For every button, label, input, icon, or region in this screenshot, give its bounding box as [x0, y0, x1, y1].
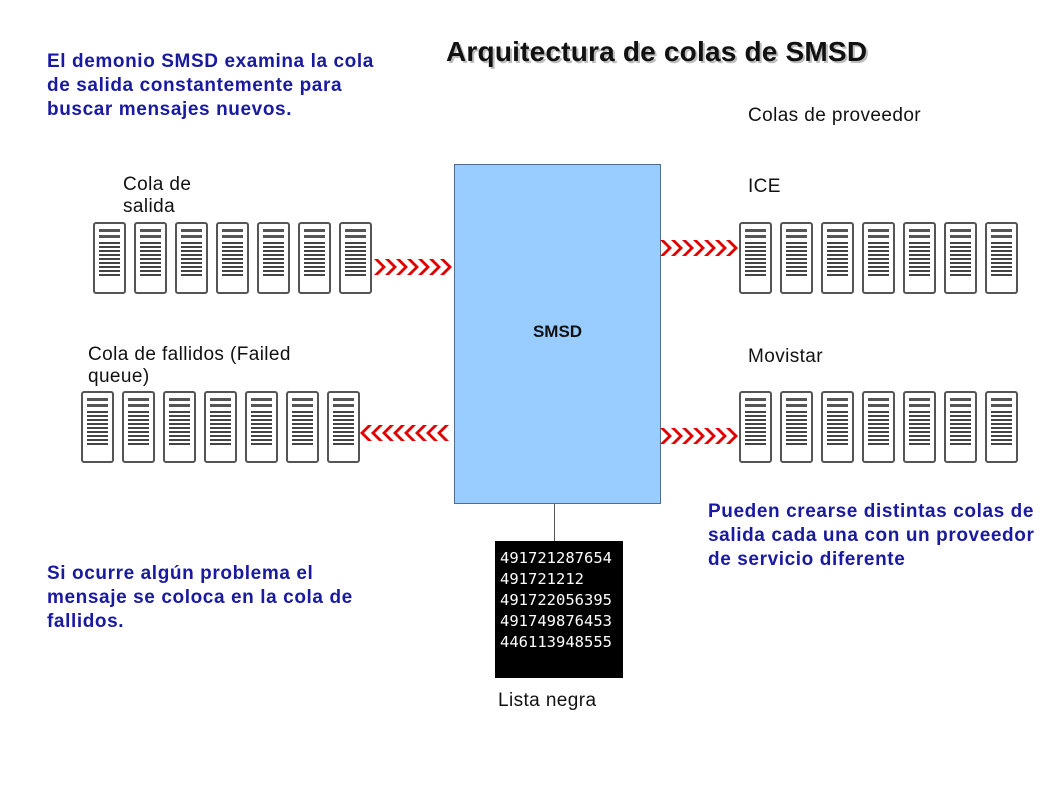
arrow-chevron — [671, 240, 683, 256]
server-icon — [739, 222, 772, 294]
server-icon — [81, 391, 114, 463]
server-icon — [298, 222, 331, 294]
blacklist-panel: 491721287654 491721212 491722056395 4917498… — [495, 541, 623, 678]
arrow-chevron — [415, 425, 427, 441]
arrow-smsd-to-ice — [660, 240, 738, 256]
server-icon — [780, 222, 813, 294]
arrow-chevron — [426, 425, 438, 441]
server-icon — [903, 222, 936, 294]
arrow-chevron — [429, 259, 441, 275]
arrow-chevron — [382, 425, 394, 441]
note-failed-queue: Si ocurre algún problema el mensaje se c… — [47, 563, 353, 632]
blacklist-number: 491749876453 — [500, 612, 612, 630]
arrow-chevron — [407, 259, 419, 275]
arrow-chevron — [437, 425, 449, 441]
server-icon — [163, 391, 196, 463]
server-icon — [944, 222, 977, 294]
server-icon — [985, 222, 1018, 294]
arrow-chevron — [360, 425, 372, 441]
arrow-chevron — [671, 428, 683, 444]
arrow-chevron — [385, 259, 397, 275]
arrow-chevron — [440, 259, 452, 275]
label-blacklist: Lista negra — [498, 690, 597, 711]
arrow-chevron — [660, 428, 672, 444]
arrow-chevron — [682, 428, 694, 444]
server-icon — [944, 391, 977, 463]
arrow-chevron — [693, 428, 705, 444]
server-icon — [862, 391, 895, 463]
movistar-queue — [739, 391, 1018, 463]
server-icon — [134, 222, 167, 294]
arrow-chevron — [374, 259, 386, 275]
ice-queue — [739, 222, 1018, 294]
server-icon — [93, 222, 126, 294]
note-multiple-queues: Pueden crearse distintas colas de salida… — [708, 501, 1035, 570]
blacklist-number: 491722056395 — [500, 591, 612, 609]
arrow-chevron — [726, 240, 738, 256]
server-icon — [862, 222, 895, 294]
blacklist-number: 446113948555 — [500, 633, 612, 651]
outbox-queue — [93, 222, 372, 294]
arrow-outbox-to-smsd — [374, 259, 452, 275]
server-icon — [985, 391, 1018, 463]
blacklist-number: 491721212 — [500, 570, 584, 588]
arrow-chevron — [704, 428, 716, 444]
arrow-smsd-to-movistar — [660, 428, 738, 444]
label-failed-queue: Cola de fallidos (Failed queue) — [88, 344, 291, 387]
blacklist-connector — [554, 504, 555, 541]
arrow-chevron — [418, 259, 430, 275]
label-movistar: Movistar — [748, 346, 823, 367]
smsd-daemon-box — [454, 164, 661, 504]
arrow-chevron — [726, 428, 738, 444]
arrow-chevron — [693, 240, 705, 256]
blacklist-number: 491721287654 — [500, 549, 612, 567]
server-icon — [245, 391, 278, 463]
server-icon — [257, 222, 290, 294]
server-icon — [821, 391, 854, 463]
arrow-chevron — [404, 425, 416, 441]
label-provider-queues: Colas de proveedor — [748, 105, 922, 126]
server-icon — [286, 391, 319, 463]
arrow-chevron — [396, 259, 408, 275]
arrow-chevron — [393, 425, 405, 441]
diagram-title: Arquitectura de colas de SMSD — [446, 36, 868, 67]
label-ice: ICE — [748, 176, 781, 197]
arrow-chevron — [704, 240, 716, 256]
server-icon — [339, 222, 372, 294]
server-icon — [204, 391, 237, 463]
server-icon — [780, 391, 813, 463]
arrow-smsd-to-failed — [360, 425, 449, 441]
label-outbox: Cola de salida — [123, 174, 192, 217]
arrow-chevron — [715, 428, 727, 444]
smsd-label: SMSD — [532, 322, 583, 341]
server-icon — [122, 391, 155, 463]
server-icon — [175, 222, 208, 294]
server-icon — [821, 222, 854, 294]
server-icon — [216, 222, 249, 294]
arrow-chevron — [371, 425, 383, 441]
note-daemon-scan: El demonio SMSD examina la cola de salid… — [47, 51, 374, 120]
server-icon — [903, 391, 936, 463]
arrow-chevron — [715, 240, 727, 256]
server-icon — [327, 391, 360, 463]
failed-queue — [81, 391, 360, 463]
server-icon — [739, 391, 772, 463]
arrow-chevron — [682, 240, 694, 256]
arrow-chevron — [660, 240, 672, 256]
